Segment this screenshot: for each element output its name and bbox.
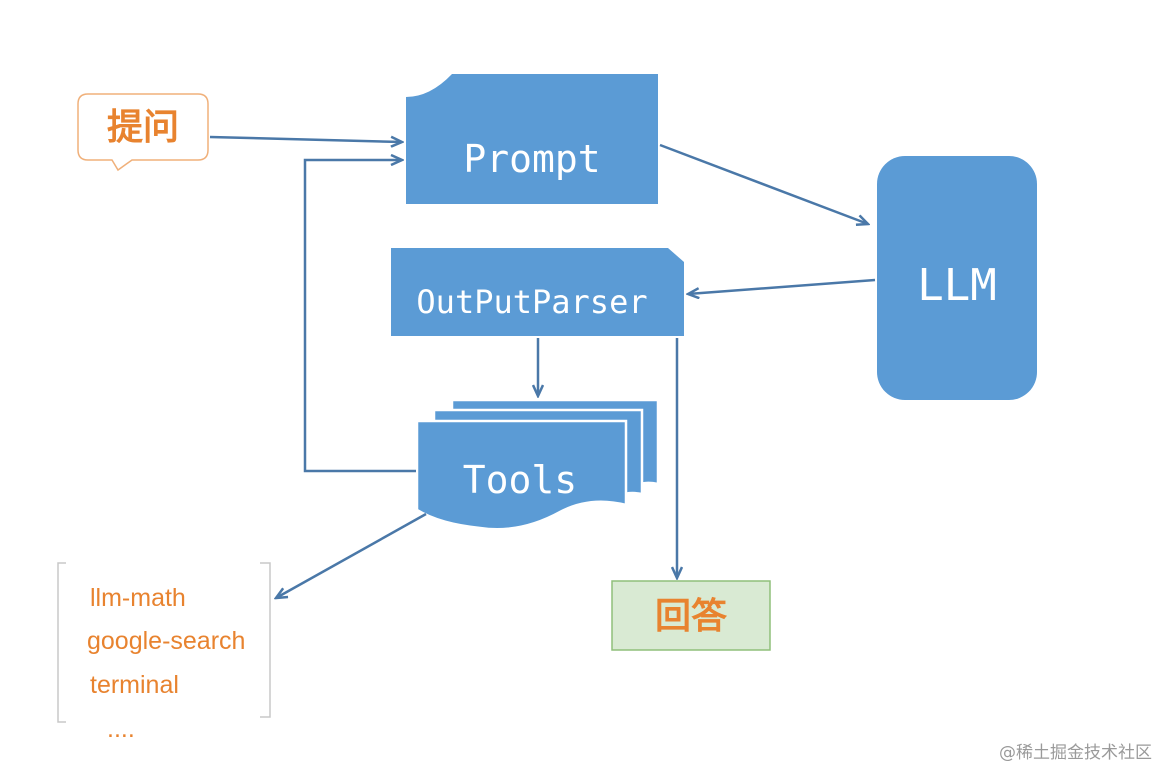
tool-item-terminal: terminal — [90, 671, 179, 699]
tool-item-llm-math: llm-math — [90, 584, 186, 612]
tool-list-left-bracket — [57, 562, 66, 723]
llm-shape — [877, 156, 1037, 400]
tool-list-right-bracket — [260, 562, 271, 718]
tool-item-google-search: google-search — [87, 627, 245, 655]
question-node: 提问 — [77, 93, 209, 172]
tools-node: Tools — [415, 398, 660, 531]
connectors — [209, 137, 876, 598]
answer-label: 回答 — [655, 596, 728, 637]
prompt-node: Prompt — [406, 74, 658, 204]
output-parser-label: OutPutParser — [416, 283, 647, 321]
watermark-text: @稀土掘金技术社区 — [999, 743, 1152, 763]
llm-label: LLM — [917, 260, 996, 311]
question-bubble-shape — [77, 93, 209, 172]
answer-shape — [611, 580, 771, 651]
prompt-label: Prompt — [463, 137, 600, 181]
question-label: 提问 — [107, 107, 179, 148]
tools-label: Tools — [463, 458, 577, 502]
arrow-tools-to-prompt-loop — [303, 160, 416, 473]
tools-front-page — [415, 419, 628, 531]
tool-item-ellipsis: .... — [107, 715, 135, 743]
arrow-tools-to-tool-list — [276, 512, 427, 598]
output-parser-node: OutPutParser — [391, 248, 684, 336]
output-parser-shape — [391, 248, 684, 336]
arrow-llm-to-output-parser — [688, 278, 876, 294]
answer-node: 回答 — [611, 580, 771, 651]
prompt-shape — [406, 74, 658, 204]
tool-list: llm-math google-search terminal .... — [57, 562, 271, 743]
arrow-question-to-prompt — [209, 137, 402, 142]
arrow-prompt-to-llm — [659, 143, 868, 224]
llm-node: LLM — [877, 156, 1037, 400]
